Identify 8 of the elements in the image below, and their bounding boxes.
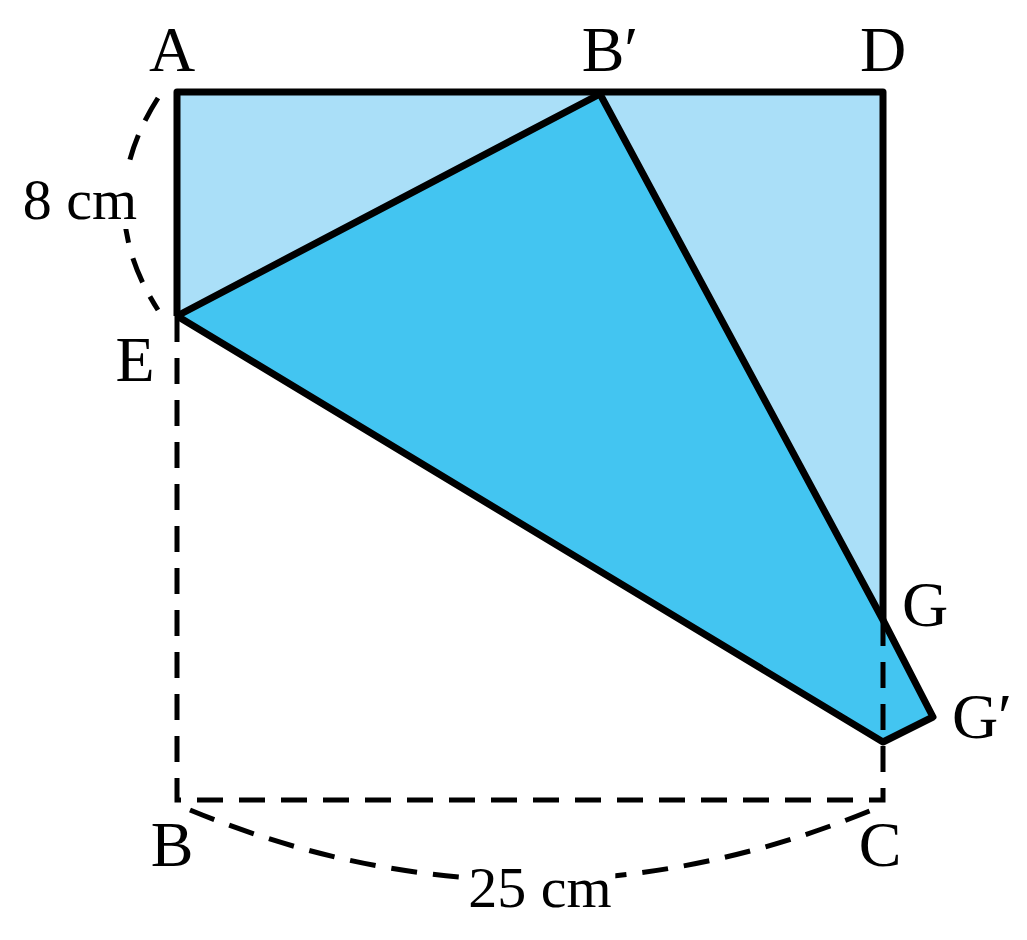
point-label: B	[150, 813, 194, 877]
point-label: D	[859, 18, 907, 82]
point-label: G	[901, 573, 949, 637]
point-label: E	[115, 328, 155, 392]
point-label: B′	[581, 18, 639, 82]
point-label: A	[148, 18, 196, 82]
point-label: C	[858, 813, 902, 877]
point-label: G′	[951, 685, 1013, 749]
